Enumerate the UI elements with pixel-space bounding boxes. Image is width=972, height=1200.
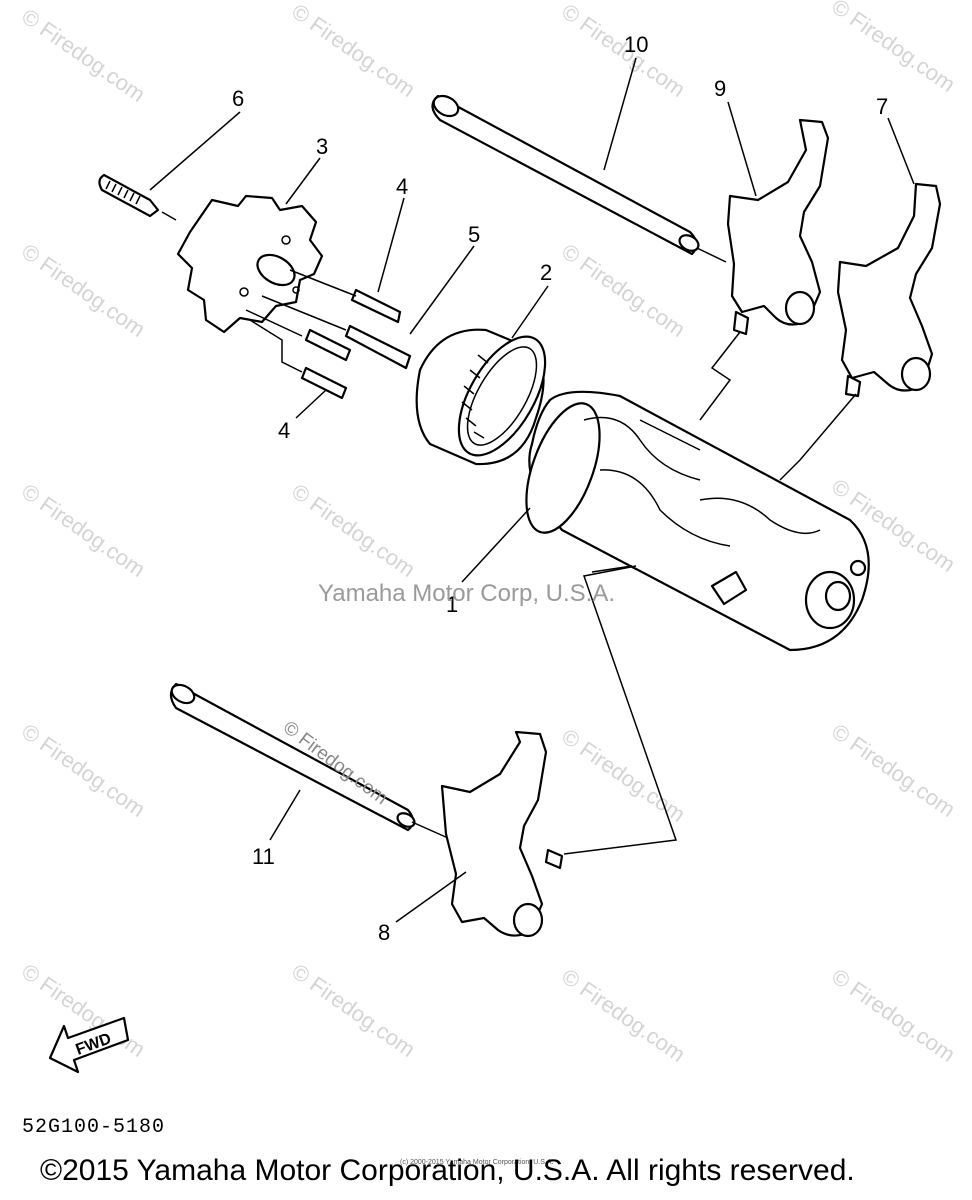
callout-7: 7 xyxy=(876,94,888,119)
watermark: © Firedog.com xyxy=(557,239,690,342)
shift-fork-9 xyxy=(726,118,830,336)
callout-layer: 1 2 3 4 4 5 6 7 8 9 10 11 xyxy=(232,32,888,945)
assembly-lines xyxy=(563,331,857,855)
watermark: © Firedog.com xyxy=(17,719,150,822)
center-credit: Yamaha Motor Corp, U.S.A. xyxy=(318,580,615,607)
callout-9: 9 xyxy=(714,76,726,101)
callout-10: 10 xyxy=(624,32,648,57)
copyright-notice: ©2015 Yamaha Motor Corporation, U.S.A. A… xyxy=(40,1154,855,1187)
shift-fork-shaft-upper xyxy=(431,94,727,263)
leader-lines xyxy=(149,57,915,923)
callout-3: 3 xyxy=(316,134,328,159)
watermark: © Firedog.com xyxy=(827,0,960,97)
dowel-pins xyxy=(245,269,412,400)
drawing-number: 52G100-5180 xyxy=(22,1116,166,1139)
shift-drum xyxy=(525,390,870,652)
tiny-credit: (c) 2000-2015 Yamaha Motor Corporation, … xyxy=(400,1159,554,1166)
watermark: © Firedog.com xyxy=(287,0,420,102)
screw xyxy=(98,173,177,221)
callout-1: 1 xyxy=(446,592,458,617)
watermark: © Firedog.com xyxy=(17,479,150,582)
watermark: © Firedog.com xyxy=(827,719,960,822)
watermark: © Firedog.com xyxy=(17,4,150,107)
shift-cam-segment xyxy=(176,194,324,334)
callout-5: 5 xyxy=(468,222,480,247)
shift-fork-8 xyxy=(440,730,564,938)
callout-4-top: 4 xyxy=(396,174,408,199)
callout-4-bottom: 4 xyxy=(278,418,290,443)
callout-8: 8 xyxy=(378,920,390,945)
shift-fork-7 xyxy=(836,182,942,398)
shift-fork-shaft-lower: © Firedog.com xyxy=(169,682,449,839)
watermark: © Firedog.com xyxy=(557,724,690,827)
callout-2: 2 xyxy=(540,260,552,285)
callout-11: 11 xyxy=(252,844,275,869)
watermark: © Firedog.com xyxy=(17,239,150,342)
watermark: © Firedog.com xyxy=(557,964,690,1067)
bearing xyxy=(415,328,547,466)
callout-6: 6 xyxy=(232,86,244,111)
watermark: © Firedog.com xyxy=(287,959,420,1062)
watermark: © Firedog.com xyxy=(287,479,420,582)
watermark: © Firedog.com xyxy=(827,964,960,1067)
